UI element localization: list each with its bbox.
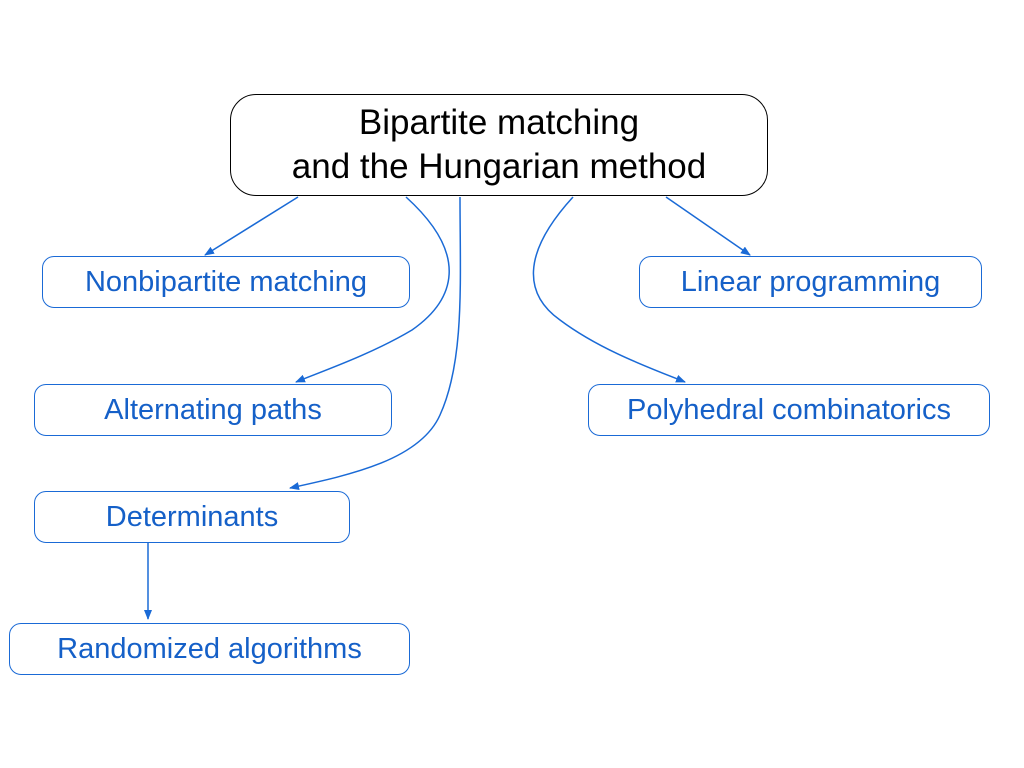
node-label: Alternating paths — [104, 393, 322, 426]
node-label: Linear programming — [680, 265, 941, 298]
node-label: Polyhedral combinatorics — [627, 393, 951, 426]
node-nonbipartite-matching: Nonbipartite matching — [42, 256, 410, 308]
node-label: Randomized algorithms — [57, 632, 362, 665]
node-label: Determinants — [105, 500, 279, 533]
node-label: Nonbipartite matching — [84, 265, 368, 298]
root-title-line-1: Bipartite matching — [358, 103, 640, 142]
root-node-bipartite-matching: Bipartite matching and the Hungarian met… — [230, 94, 768, 196]
edge-root-to-determinants — [289, 196, 462, 491]
edge-root-to-nonbipartite — [204, 196, 299, 256]
node-alternating-paths: Alternating paths — [34, 384, 392, 436]
root-title-line-2: and the Hungarian method — [291, 147, 707, 186]
edge-root-to-linear-programming — [665, 196, 751, 256]
node-linear-programming: Linear programming — [639, 256, 982, 308]
edge-root-to-alternating — [295, 196, 450, 383]
edge-root-to-polyhedral — [532, 196, 686, 383]
node-randomized-algorithms: Randomized algorithms — [9, 623, 410, 675]
node-polyhedral-combinatorics: Polyhedral combinatorics — [588, 384, 990, 436]
node-determinants: Determinants — [34, 491, 350, 543]
